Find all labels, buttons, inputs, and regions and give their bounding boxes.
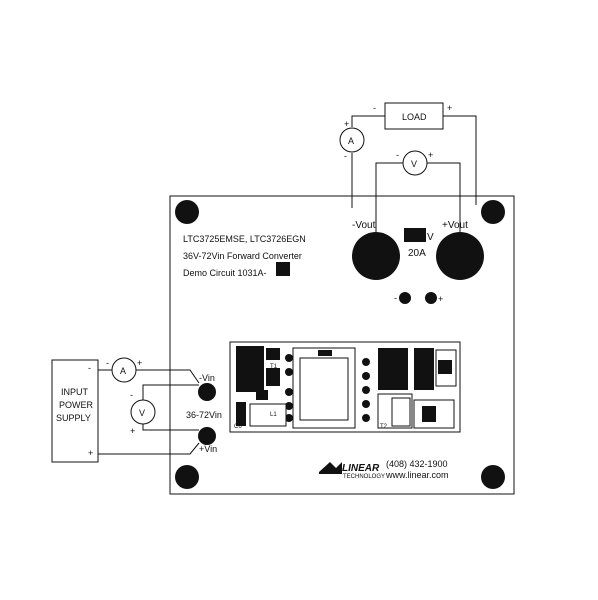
- logo-text: LINEAR: [342, 463, 380, 474]
- output-voltmeter-minus: -: [396, 150, 399, 160]
- power-supply-plus: +: [88, 448, 93, 458]
- pcb-label-t1: T1: [270, 364, 278, 370]
- circuit-module: [229, 341, 461, 433]
- input-power-supply-box: [51, 359, 99, 463]
- output-voltmeter-plus: +: [428, 150, 433, 160]
- wire-load-to-vout-plus: [443, 115, 477, 205]
- phone-number: (408) 432-1900: [386, 459, 448, 469]
- output-ammeter-label: A: [348, 136, 354, 146]
- output-rating-a: 20A: [408, 248, 426, 259]
- vin-minus-terminal: [198, 383, 216, 401]
- vin-plus-terminal: [198, 427, 216, 445]
- load-box: [384, 102, 444, 130]
- wire-voltmeter-to-vin-plus: [142, 424, 199, 431]
- pcb-label-c6: C6: [234, 424, 242, 430]
- load-minus-sign: -: [373, 103, 376, 113]
- output-voltmeter-icon: [402, 150, 428, 176]
- vin-range-label: 36-72Vin: [186, 410, 222, 420]
- pcb-label-q11: Q11: [266, 377, 278, 383]
- input-ammeter-plus: +: [137, 358, 142, 368]
- power-supply-line3: SUPPLY: [56, 413, 91, 423]
- output-voltage-block: [404, 228, 426, 242]
- output-voltmeter-label: V: [411, 159, 417, 169]
- input-voltmeter-label: V: [139, 408, 145, 418]
- board-version-block: [276, 262, 290, 276]
- vout-minus-label: -Vout: [352, 220, 376, 231]
- pcb-label-c40: C40: [256, 394, 268, 400]
- input-voltmeter-plus: +: [130, 426, 135, 436]
- mounting-hole-top-right: [481, 200, 505, 224]
- wire-voltmeter-to-vin-minus: [142, 384, 199, 400]
- input-ammeter-label: A: [120, 366, 126, 376]
- website: www.linear.com: [385, 470, 449, 480]
- wire-voltmeter-plus: [427, 162, 461, 232]
- vout-plus-terminal: [436, 232, 484, 280]
- wire-voltmeter-minus: [375, 162, 403, 232]
- pcb-label-t2: T2: [380, 424, 388, 430]
- power-supply-minus: -: [88, 363, 91, 373]
- linear-logo-icon: [319, 462, 342, 474]
- board-title-line1: LTC3725EMSE, LTC3726EGN: [183, 234, 306, 244]
- load-label: LOAD: [402, 112, 427, 122]
- vin-plus-label: +Vin: [199, 444, 217, 454]
- wire-ammeter-to-vin-minus: [136, 369, 200, 384]
- logo-subtext: TECHNOLOGY: [343, 474, 385, 480]
- pcb-label-q9: Q9: [266, 353, 275, 359]
- input-voltmeter-icon: [130, 399, 156, 425]
- pcb-label-l1: L1: [270, 412, 277, 418]
- input-voltmeter-minus: -: [130, 390, 133, 400]
- board-title-line3: Demo Circuit 1031A-: [183, 268, 267, 278]
- board-title-line2: 36V-72Vin Forward Converter: [183, 251, 302, 261]
- probe-minus-sign: -: [394, 293, 397, 303]
- output-ammeter-icon: [339, 127, 365, 153]
- probe-minus-terminal: [399, 292, 411, 304]
- power-supply-line2: POWER: [59, 400, 94, 410]
- probe-plus-terminal: [425, 292, 437, 304]
- mounting-hole-bottom-left: [175, 465, 199, 489]
- mounting-hole-top-left: [175, 200, 199, 224]
- probe-plus-sign: +: [438, 294, 443, 304]
- wire-ammeter-to-load: [351, 115, 385, 127]
- mounting-hole-bottom-right: [481, 465, 505, 489]
- output-rating-v: V: [427, 232, 434, 243]
- wire-supply-to-vin-plus: [98, 442, 200, 455]
- vout-plus-label: +Vout: [442, 220, 468, 231]
- vout-minus-terminal: [352, 232, 400, 280]
- power-supply-line1: INPUT: [61, 387, 89, 397]
- output-ammeter-minus: -: [344, 151, 347, 161]
- input-ammeter-minus: -: [106, 358, 109, 368]
- load-plus-sign: +: [447, 103, 452, 113]
- vin-minus-label: -Vin: [199, 373, 215, 383]
- output-ammeter-plus: +: [344, 119, 349, 129]
- input-ammeter-icon: [111, 357, 137, 383]
